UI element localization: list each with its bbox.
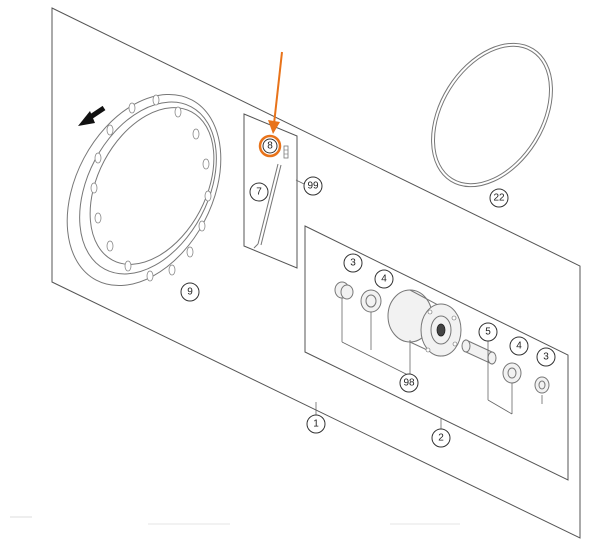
bearing-inner-left-drawing — [360, 289, 382, 313]
callout-label: 4 — [516, 341, 522, 352]
callouts: 9 7 8 99 22 3 4 5 — [180, 134, 556, 448]
callout-label: 8 — [267, 141, 273, 152]
wheel-assembly-frame — [51, 7, 581, 539]
rim-tape-drawing — [431, 42, 553, 188]
highlight-arrow-icon — [268, 51, 283, 134]
callout-rim: 9 — [180, 282, 200, 302]
callout-label: 9 — [187, 287, 193, 298]
bearing-outer-right-drawing — [534, 376, 550, 394]
rotation-arrow-icon — [78, 105, 106, 126]
callout-label: 3 — [350, 258, 356, 269]
callout-bearing-outer-right: 3 — [536, 347, 556, 367]
spoke-drawing — [253, 163, 282, 249]
callout-spoke-set: 99 — [303, 176, 323, 196]
bottom-edge-lines — [10, 516, 460, 525]
hub-drawing — [387, 289, 462, 357]
leader-lines — [295, 179, 543, 430]
callout-label: 4 — [381, 274, 387, 285]
callout-nipple-highlighted: 8 — [258, 134, 282, 158]
callout-rim-tape: 22 — [489, 188, 509, 208]
callout-label: 1 — [313, 419, 319, 430]
spacer-drawing — [461, 339, 497, 365]
callout-bearing-inner-left: 4 — [374, 269, 394, 289]
callout-label: 99 — [307, 181, 319, 192]
callout-hub-assembly: 2 — [431, 428, 451, 448]
callout-label: 98 — [403, 378, 415, 389]
callout-bearing-inner-right: 4 — [509, 336, 529, 356]
bearing-outer-left-drawing — [334, 281, 354, 300]
callout-label: 22 — [493, 193, 505, 204]
callout-label: 7 — [256, 187, 262, 198]
spoke-set-card — [243, 113, 298, 269]
rim-drawing — [66, 93, 222, 287]
callout-label: 3 — [543, 352, 549, 363]
hub-assembly-frame — [304, 225, 569, 481]
nipple-drawing — [283, 145, 289, 159]
bearing-inner-right-drawing — [502, 362, 522, 384]
callout-label: 5 — [485, 327, 491, 338]
callout-spoke: 7 — [249, 182, 269, 202]
callout-bearing-outer-left: 3 — [343, 253, 363, 273]
callout-wheel-assembly: 1 — [306, 414, 326, 434]
callout-hub: 98 — [399, 373, 419, 393]
callout-label: 2 — [438, 433, 444, 444]
callout-spacer: 5 — [478, 322, 498, 342]
